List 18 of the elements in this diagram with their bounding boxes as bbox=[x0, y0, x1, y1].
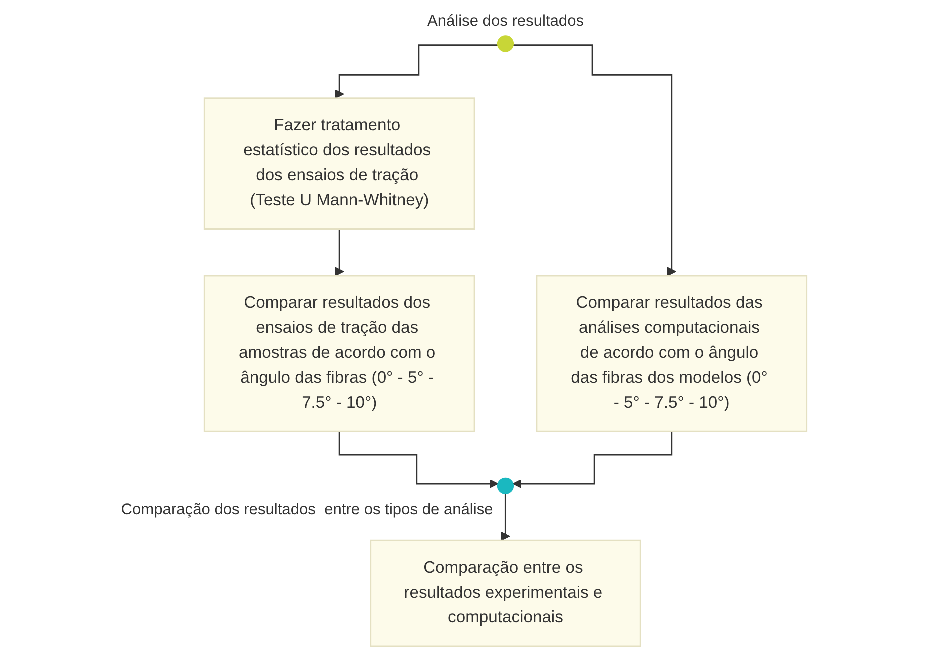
arrow bbox=[501, 493, 510, 542]
process-box bbox=[204, 98, 476, 230]
step-text: Comparação entre os resultados experimentais e computacionais bbox=[403, 558, 604, 629]
process-box bbox=[536, 275, 808, 432]
step-text: Comparar resultados das análises computacionais de acordo com o ângulo das fibras dos modelos (0° - 5° - 7.5° - 10°) bbox=[570, 294, 769, 414]
step-text: Comparar resultados dos ensaios de tração das amostras de acordo com o ângulo das fibras (0° - 5° - 7.5° - 10°) bbox=[238, 294, 437, 414]
arrow bbox=[512, 430, 673, 489]
node-caption: Análise dos resultados bbox=[427, 12, 584, 30]
node-caption: Comparação dos resultados entre os tipos de análise bbox=[121, 502, 494, 519]
arrow bbox=[335, 228, 344, 276]
connector-circle bbox=[497, 478, 514, 494]
process-box bbox=[370, 540, 642, 648]
step-text: Fazer tratamento estatístico dos resultados dos ensaios de tração (Teste U Mann-Whitney) bbox=[242, 116, 432, 212]
arrow bbox=[513, 44, 676, 276]
arrow bbox=[338, 430, 499, 489]
process-box bbox=[204, 275, 476, 432]
arrow bbox=[335, 44, 498, 99]
connector-circle bbox=[497, 36, 514, 52]
